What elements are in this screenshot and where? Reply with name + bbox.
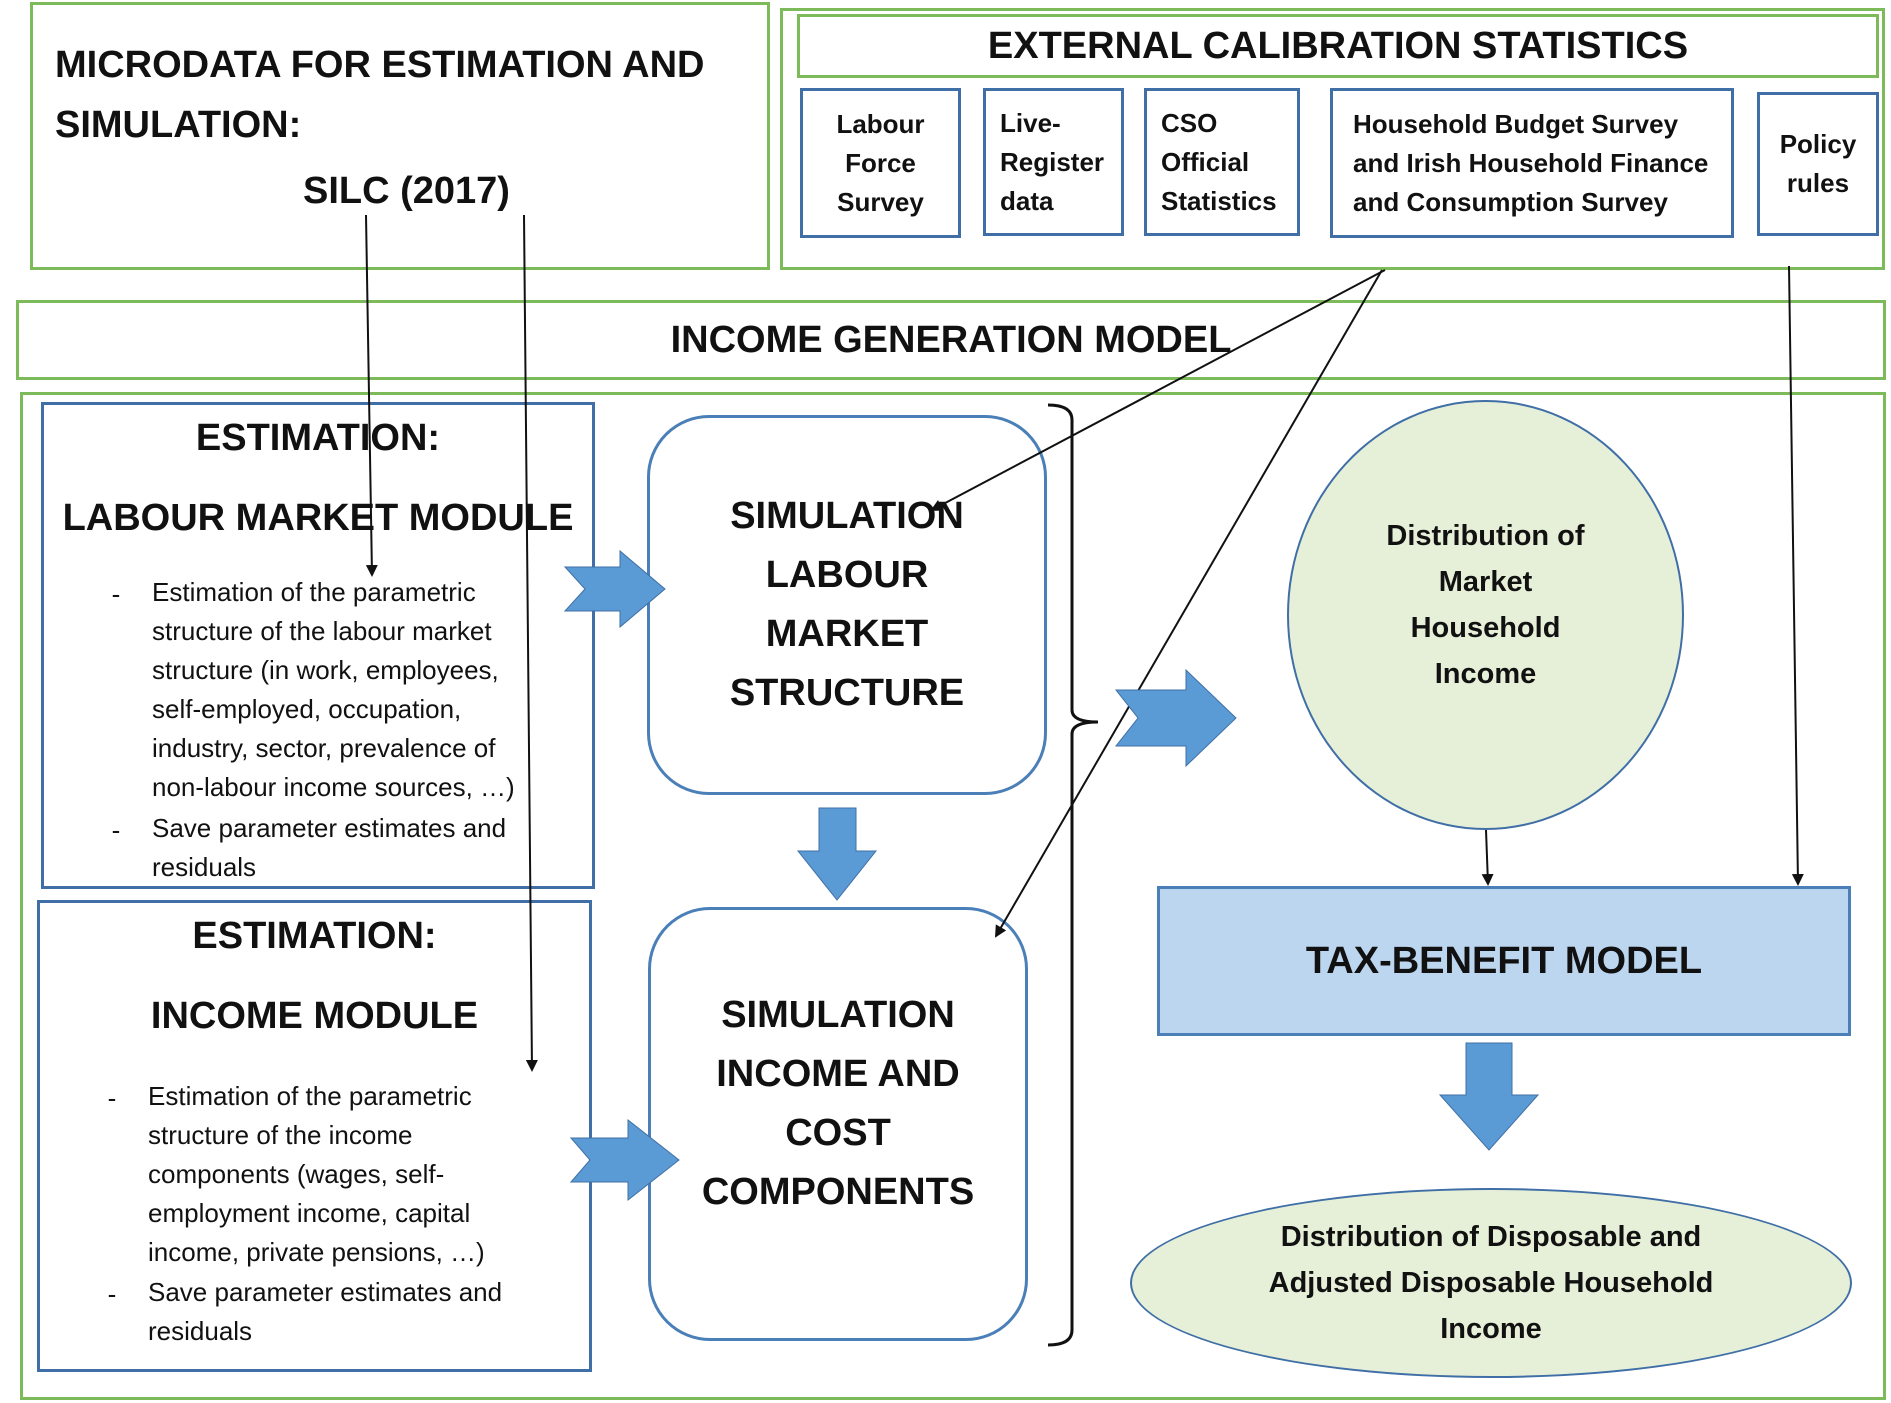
estimation-labour-to-sim-arrow — [563, 549, 666, 629]
disposable-income-ellipse: Distribution of Disposable and Adjusted … — [1130, 1188, 1852, 1378]
bullet-dash: - — [107, 1279, 117, 1309]
income-bullet-1: Estimation of the parametric structure o… — [148, 1081, 485, 1267]
estimation-income-heading: ESTIMATION: — [192, 915, 437, 957]
source-household-budget-survey: Household Budget Survey and Irish Househ… — [1330, 88, 1734, 238]
external-calibration-title: EXTERNAL CALIBRATION STATISTICS — [797, 14, 1879, 78]
hbs-to-sim-income-line — [994, 269, 1383, 938]
tax-benefit-model-box: TAX-BENEFIT MODEL — [1157, 886, 1851, 1036]
simulation-income-box: SIMULATION INCOME AND COST COMPONENTS — [648, 907, 1028, 1341]
disposable-income-label: Distribution of Disposable and Adjusted … — [1268, 1221, 1714, 1345]
simulation-labour-market-box: SIMULATION LABOUR MARKET STRUCTURE — [647, 415, 1047, 795]
labour-bullet-2: Save parameter estimates and residuals — [152, 813, 507, 882]
sim-to-market-income-arrow — [1114, 668, 1237, 768]
labour-bullet-1: Estimation of the parametric structure o… — [152, 577, 515, 802]
microdata-title: MICRODATA FOR ESTIMATION AND SIMULATION: — [55, 44, 705, 146]
bullet-dash: - — [107, 1083, 117, 1113]
estimation-income-box: ESTIMATION: INCOME MODULE - Estimation o… — [37, 900, 592, 1372]
income-generation-model-bar: INCOME GENERATION MODEL — [16, 300, 1886, 380]
grouping-brace — [1047, 403, 1099, 1347]
microdata-dataset: SILC (2017) — [303, 170, 510, 212]
microdata-box: MICRODATA FOR ESTIMATION AND SIMULATION:… — [30, 2, 770, 270]
labour-market-module-heading: LABOUR MARKET MODULE — [62, 497, 574, 539]
policy-to-tbm-line — [1788, 265, 1804, 886]
bullet-dash: - — [111, 579, 121, 609]
simulation-income-label: SIMULATION INCOME AND COST COMPONENTS — [701, 994, 975, 1213]
sim-labour-to-sim-income-arrow — [796, 807, 878, 901]
tax-benefit-model-label: TAX-BENEFIT MODEL — [1305, 939, 1703, 982]
main-frame — [20, 392, 1886, 1400]
estimation-labour-market-box: ESTIMATION: LABOUR MARKET MODULE - Estim… — [41, 402, 595, 889]
source-cso-statistics: CSO Official Statistics — [1144, 88, 1300, 236]
market-to-tbm-line — [1481, 829, 1494, 886]
estimation-labour-heading: ESTIMATION: — [195, 417, 441, 459]
tbm-to-disposable-arrow — [1438, 1042, 1540, 1151]
income-module-heading: INCOME MODULE — [150, 995, 479, 1037]
source-labour-force-survey: Labour Force Survey — [800, 88, 961, 238]
source-policy-rules: Policy rules — [1757, 92, 1879, 236]
hbs-to-sim-labour-line — [930, 269, 1386, 511]
external-calibration-box — [780, 8, 1885, 270]
source-live-register: Live-Register data — [983, 88, 1124, 236]
income-bullet-2: Save parameter estimates and residuals — [148, 1277, 503, 1346]
simulation-labour-label: SIMULATION LABOUR MARKET STRUCTURE — [729, 495, 965, 714]
market-income-circle: Distribution of Market Household Income — [1287, 400, 1684, 830]
market-income-label: Distribution of Market Household Income — [1386, 520, 1585, 690]
bullet-dash: - — [111, 815, 121, 845]
silc-to-labour-line — [365, 214, 378, 577]
silc-to-income-line — [523, 214, 538, 1072]
estimation-income-to-sim-arrow — [569, 1118, 680, 1202]
